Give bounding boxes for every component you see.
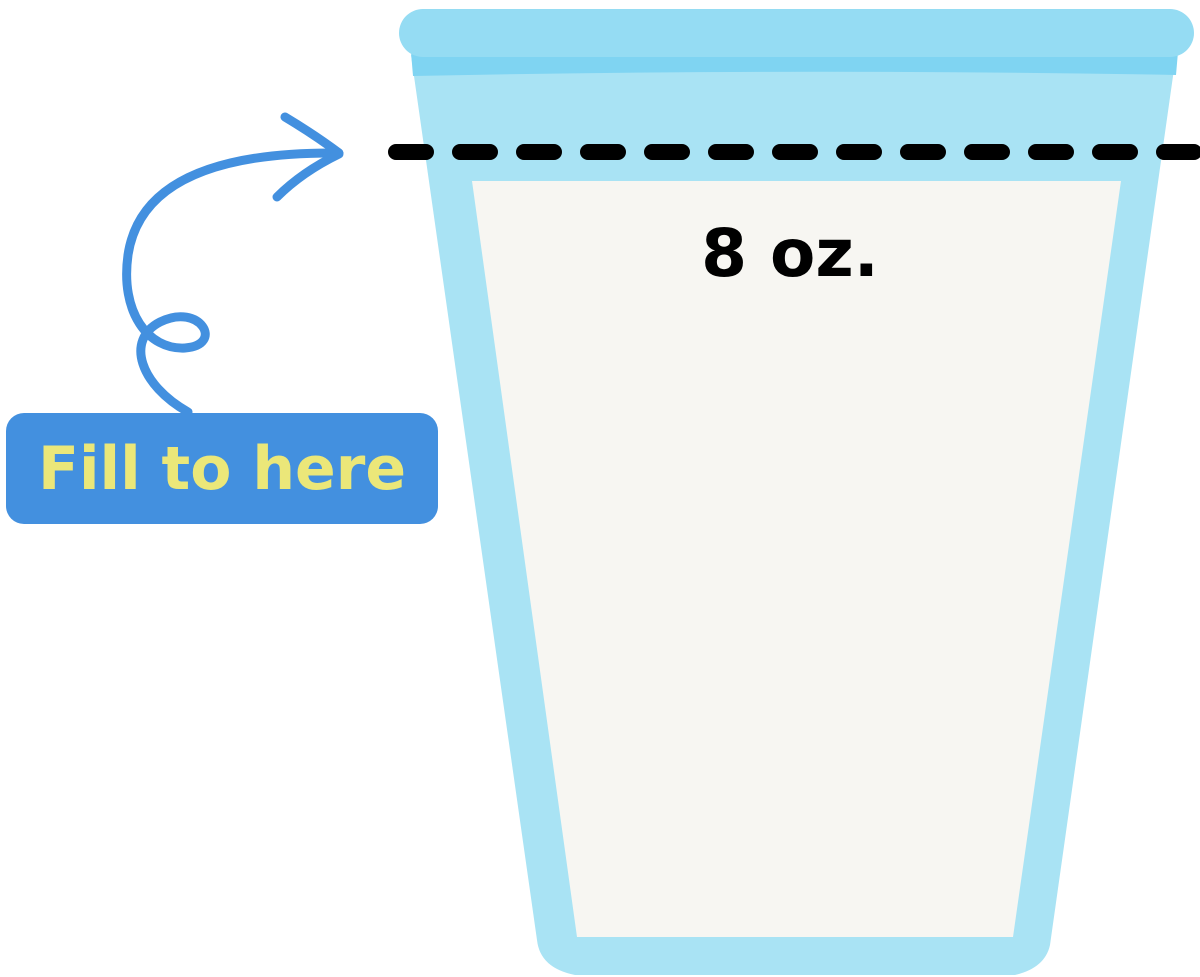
cup-inner-panel bbox=[472, 181, 1121, 937]
cup-rim bbox=[399, 9, 1194, 57]
curly-arrow-icon bbox=[127, 117, 339, 412]
callout-text: Fill to here bbox=[38, 434, 406, 504]
capacity-label: 8 oz. bbox=[701, 215, 879, 292]
fill-to-here-callout: Fill to here bbox=[6, 413, 438, 524]
